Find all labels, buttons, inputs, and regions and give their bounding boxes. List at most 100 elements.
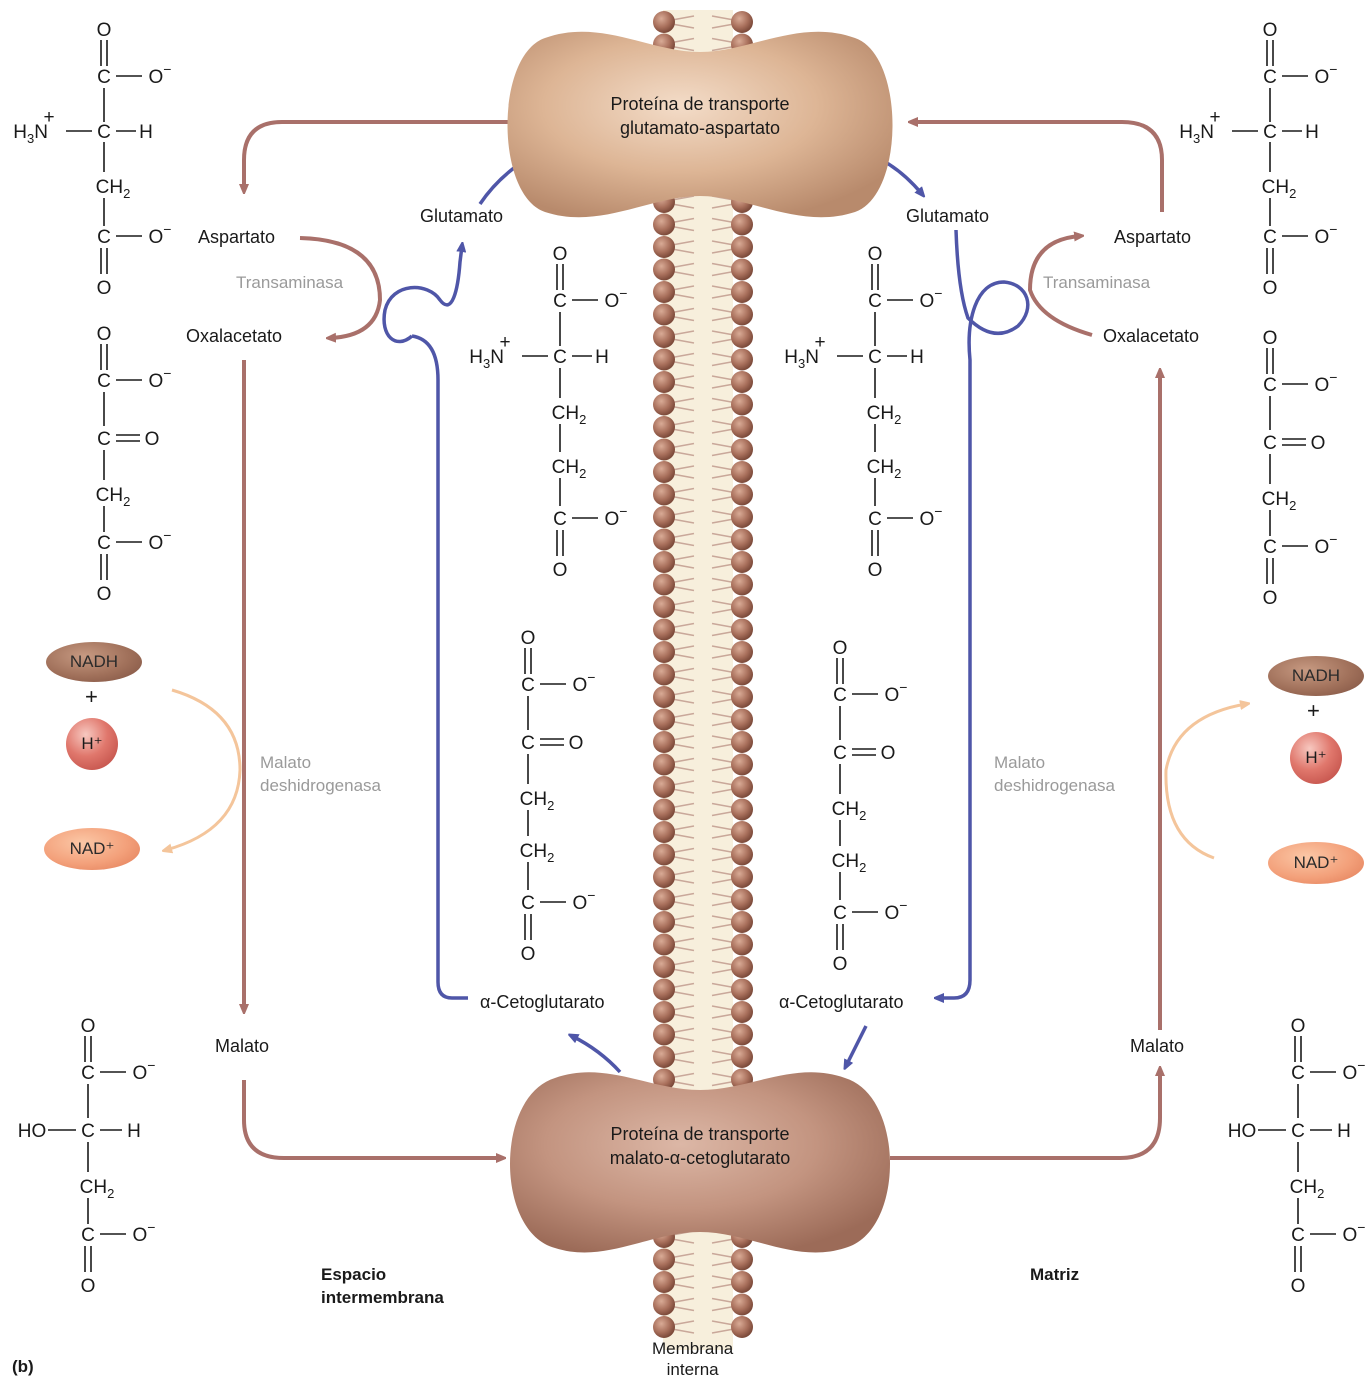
hydrogen-atom: H xyxy=(1337,1121,1351,1142)
lipid-tail xyxy=(711,1252,735,1259)
lipid-tail xyxy=(671,510,695,516)
carbon-atom: C xyxy=(1263,537,1277,558)
lipid-tail xyxy=(711,788,735,794)
phospholipid-head xyxy=(731,641,753,663)
phospholipid-head xyxy=(731,393,753,416)
carbon-atom: C xyxy=(1263,122,1277,143)
lipid-tail xyxy=(711,698,735,704)
lipid-tail xyxy=(671,712,695,719)
lipid-tail xyxy=(711,15,735,21)
lipid-tail xyxy=(671,203,695,209)
carbon-atom: C xyxy=(97,122,111,143)
lipid-tail xyxy=(671,855,695,862)
lipid-tail xyxy=(711,712,735,719)
oxygen-atom: O xyxy=(1263,278,1278,299)
lipid-tail xyxy=(711,855,735,862)
hydroxyl-group: HO xyxy=(1228,1121,1257,1142)
lipid-tail xyxy=(671,450,695,457)
lipid-tail xyxy=(711,802,735,809)
oxygen-atom: O xyxy=(97,20,112,41)
phospholipid-head xyxy=(731,1046,753,1068)
phospholipid-head xyxy=(731,438,753,461)
lipid-tail xyxy=(711,405,735,412)
carbon-atom: C xyxy=(97,67,111,88)
lipid-tail xyxy=(671,37,695,44)
charge: + xyxy=(814,332,825,353)
phospholipid-head xyxy=(653,911,675,933)
top-transporter-line1: Proteína de transporte xyxy=(610,94,790,114)
lipid-tail xyxy=(711,735,735,741)
oxygen-atom: O− xyxy=(133,1057,156,1084)
left-glutamate-arrows xyxy=(382,162,622,1074)
phospholipid-head xyxy=(653,1271,675,1293)
amine-group: H3N xyxy=(1179,122,1214,146)
lipid-tail xyxy=(671,563,695,569)
phospholipid-head xyxy=(731,303,753,326)
oxygen-atom: O− xyxy=(149,61,172,88)
oxygen-atom: O− xyxy=(885,679,908,706)
top-transporter-label: Proteína de transporte glutamato-asparta… xyxy=(560,92,840,140)
ch2-group: CH2 xyxy=(552,403,587,427)
phospholipid-head xyxy=(731,866,753,888)
oxygen-atom: O− xyxy=(149,221,172,248)
phospholipid-head xyxy=(731,348,753,371)
lipid-tail xyxy=(671,915,695,921)
carbon-atom: C xyxy=(868,509,882,530)
lipid-tail xyxy=(711,1320,735,1326)
ch2-group: CH2 xyxy=(1262,489,1297,513)
lipid-tail xyxy=(711,1238,735,1244)
lipid-tail xyxy=(671,195,695,201)
left-region-line1: Espacio xyxy=(321,1265,387,1284)
phospholipid-head xyxy=(731,528,753,551)
carbon-atom: C xyxy=(1263,433,1277,454)
phospholipid-head xyxy=(653,753,675,776)
right-glutamato-label: Glutamato xyxy=(906,206,990,226)
carbon-atom: C xyxy=(553,347,567,368)
lipid-tail xyxy=(711,330,735,336)
lipid-tail xyxy=(671,802,695,809)
lipid-tail xyxy=(671,1013,695,1019)
lipid-tail xyxy=(711,563,735,569)
lipid-tail xyxy=(671,788,695,794)
lipid-tail xyxy=(711,870,735,876)
lipid-tail xyxy=(671,375,695,381)
lipid-tail xyxy=(711,915,735,921)
oxygen-atom: O xyxy=(868,560,883,581)
lipid-tail xyxy=(671,45,695,52)
lipid-tail xyxy=(671,1058,695,1064)
phospholipid-head xyxy=(731,506,753,528)
lipid-tail xyxy=(671,1297,695,1304)
lipid-tail xyxy=(711,1035,735,1042)
phospholipid-head xyxy=(731,213,753,236)
phospholipid-head xyxy=(653,1248,675,1271)
carbon-atom: C xyxy=(833,903,847,924)
phospholipid-head xyxy=(653,821,675,843)
lipid-tail xyxy=(671,225,695,232)
lipid-tail xyxy=(671,465,695,471)
phospholipid-head xyxy=(731,461,753,483)
oxygen-atom: O− xyxy=(1343,1057,1366,1084)
oxygen-atom: O xyxy=(1311,433,1326,454)
charge: + xyxy=(499,332,510,353)
lipid-tail xyxy=(671,1260,695,1267)
lipid-tail xyxy=(711,1072,735,1079)
phospholipid-head xyxy=(653,371,675,393)
lipid-tail xyxy=(711,518,735,524)
phospholipid-head xyxy=(653,641,675,663)
ch2-group: CH2 xyxy=(832,851,867,875)
lipid-tail xyxy=(671,262,695,269)
phospholipid-head xyxy=(653,393,675,416)
phospholipid-head xyxy=(731,1001,753,1023)
phospholipid-head xyxy=(731,1248,753,1271)
lipid-tail xyxy=(671,577,695,584)
phospholipid-head xyxy=(653,776,675,798)
phospholipid-head xyxy=(653,731,675,753)
lipid-tail xyxy=(711,630,735,637)
ch2-group: CH2 xyxy=(96,485,131,509)
phospholipid-head xyxy=(731,236,753,258)
ch2-group: CH2 xyxy=(552,457,587,481)
lipid-tail xyxy=(671,937,695,944)
lipid-tail xyxy=(671,383,695,389)
oxygen-atom: O xyxy=(881,743,896,764)
